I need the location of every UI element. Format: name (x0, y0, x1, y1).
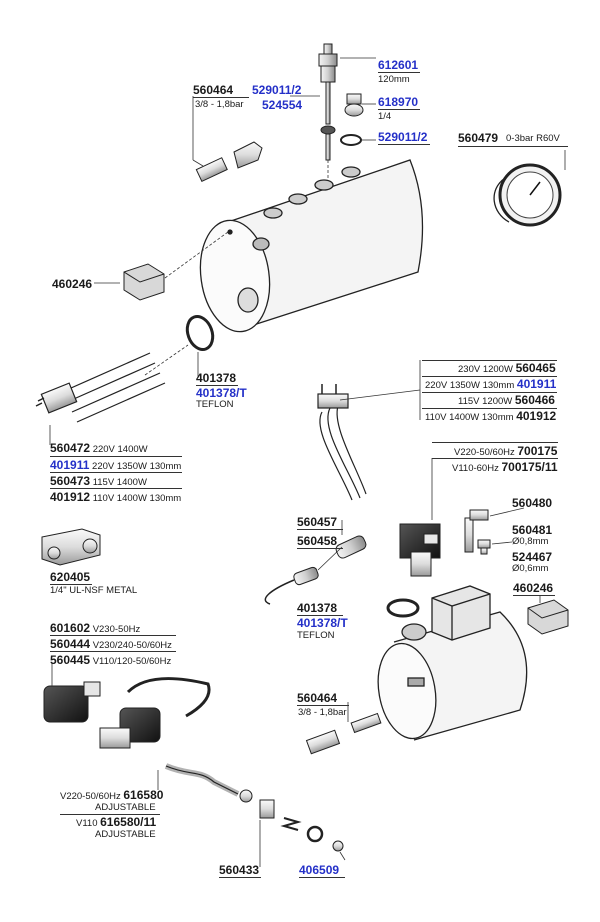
heater-right-row-1[interactable]: 230V 1200W 560465 (458, 361, 556, 375)
part-code-560481[interactable]: 560481 (512, 523, 553, 537)
heater-left-row-4[interactable]: 401912 110V 1400W 130mm (50, 490, 182, 504)
part-note-560481: Ø0,8mm (512, 536, 549, 547)
part-code-560464-bottom[interactable]: 560464 (297, 691, 338, 705)
heater-left-row-1[interactable]: 560472 220V 1400W (50, 441, 148, 455)
part-code-460246-right[interactable]: 460246 (513, 581, 554, 595)
level-probe (318, 43, 338, 161)
heater-right-row-2[interactable]: 220V 1350W 130mm 401911 (425, 377, 557, 391)
part-code-401378-left[interactable]: 401378 (196, 371, 237, 385)
fittings-406509 (239, 789, 344, 852)
boiler-top (199, 159, 424, 333)
heater-right-row-4[interactable]: 110V 1400W 130mm 401912 (425, 409, 557, 423)
gasket-401378-right (386, 598, 420, 618)
part-code-560458[interactable]: 560458 (297, 534, 338, 548)
pipe-616580 (164, 763, 240, 797)
gasket-529011 (340, 134, 362, 146)
part-note-524467: Ø0,6mm (512, 563, 549, 574)
part-code-460246-left[interactable]: 460246 (52, 277, 93, 291)
part-note-616580-11: ADJUSTABLE (95, 829, 156, 840)
part-code-560433[interactable]: 560433 (219, 863, 260, 877)
heater-right-row-3[interactable]: 115V 1200W 560466 (458, 393, 555, 407)
jet-560481 (477, 539, 491, 555)
part-note-560464-top: 3/8 - 1,8bar (195, 99, 244, 110)
part-note-teflon-left: TEFLON (196, 399, 234, 410)
part-code-524554[interactable]: 524554 (262, 98, 303, 112)
valve-group-row-1[interactable]: 601602 V230-50Hz (50, 621, 141, 635)
part-code-560480[interactable]: 560480 (512, 496, 553, 510)
pipe-616580-11-row[interactable]: V110 616580/11 (76, 815, 157, 829)
heating-element-right (317, 384, 367, 501)
part-note-612601: 120mm (378, 74, 410, 85)
valve-700175-row[interactable]: V220-50/60Hz 700175 (454, 444, 558, 458)
heating-element-left (35, 352, 166, 423)
heater-left-row-3[interactable]: 560473 115V 1400W (50, 474, 147, 488)
part-note-616580: ADJUSTABLE (95, 802, 156, 813)
part-code-401378-right[interactable]: 401378 (297, 601, 338, 615)
valve-group-row-2[interactable]: 560444 V230/240-50/60Hz (50, 637, 172, 651)
gasket-401378-left (185, 315, 215, 351)
solenoid-valve-right (399, 523, 441, 577)
heater-left-row-2[interactable]: 401911 220V 1350W 130mm (50, 458, 182, 472)
part-code-620405[interactable]: 620405 (50, 570, 91, 584)
flowmeter-620405 (41, 528, 101, 566)
part-code-406509[interactable]: 406509 (299, 863, 340, 877)
elbow-560480 (464, 509, 489, 553)
safety-valve-top (195, 141, 263, 183)
part-note-teflon-right: TEFLON (297, 630, 335, 641)
part-note-620405: 1/4" UL-NSF METAL (50, 585, 138, 596)
relay-block-right (527, 599, 569, 635)
part-code-612601[interactable]: 612601 (378, 58, 419, 72)
part-code-401378t-left[interactable]: 401378/T (196, 386, 247, 400)
part-code-560464-top[interactable]: 560464 (193, 83, 234, 97)
part-code-401378t-right[interactable]: 401378/T (297, 616, 348, 630)
sensor-560458 (264, 535, 367, 605)
part-code-560457[interactable]: 560457 (297, 515, 338, 529)
part-code-560479[interactable]: 560479 (458, 131, 499, 145)
part-note-618970: 1/4 (378, 111, 392, 122)
valve-group-row-3[interactable]: 560445 V110/120-50/60Hz (50, 653, 172, 667)
boiler-bottom (377, 585, 528, 741)
part-code-529011-2-mid[interactable]: 529011/2 (378, 130, 428, 144)
valve-700175-11-row[interactable]: V110-60Hz 700175/11 (452, 460, 558, 474)
pressure-gauge (493, 163, 562, 227)
part-code-618970[interactable]: 618970 (378, 95, 419, 109)
part-note-560479: 0-3bar R60V (506, 133, 560, 144)
relay-block-left (123, 263, 165, 301)
part-code-529011-2-top[interactable]: 529011/2 (252, 83, 302, 97)
part-note-560464-bottom: 3/8 - 1,8bar (298, 707, 347, 718)
pipe-616580-row[interactable]: V220-50/60Hz 616580 (60, 788, 164, 802)
solenoid-valve-left (43, 677, 211, 749)
fitting-618970 (344, 93, 364, 117)
part-code-524467[interactable]: 524467 (512, 550, 553, 564)
safety-valve-bottom (305, 712, 382, 755)
